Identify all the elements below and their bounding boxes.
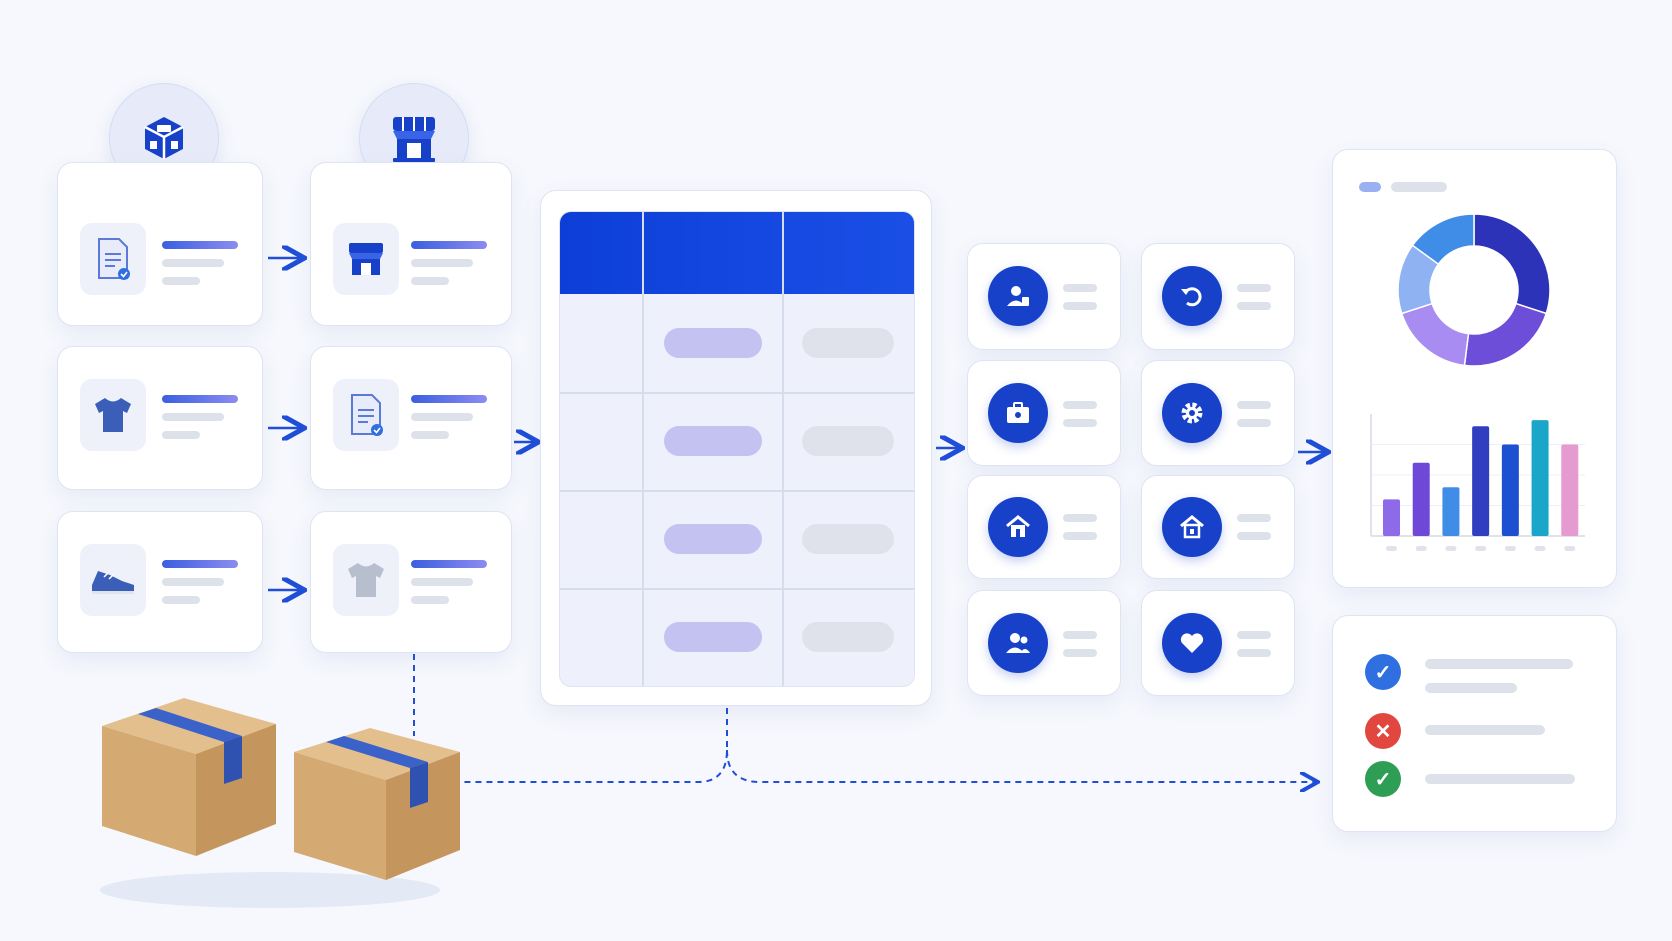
bar: [1442, 487, 1460, 536]
x-tick-placeholder: [1534, 546, 1546, 551]
donut-slice: [1473, 213, 1551, 315]
status-list-card: ✓ ✕ ✓: [1332, 615, 1617, 832]
thumb: [80, 379, 146, 451]
table-cell-pill: [802, 426, 894, 456]
bar-chart: [1370, 414, 1585, 551]
thumb: [333, 379, 399, 451]
thumb: [80, 223, 146, 295]
dashed-status-line: [726, 749, 1316, 782]
dashboard-card: [1332, 149, 1617, 588]
x-tick-placeholder: [1504, 546, 1516, 551]
left-card-tshirt[interactable]: [57, 346, 263, 490]
shipping-boxes: [100, 698, 460, 908]
document-icon: [351, 394, 383, 436]
storefront-icon: [349, 243, 383, 275]
check-icon: ✓: [1365, 654, 1401, 690]
service-card-briefcase[interactable]: [967, 360, 1121, 466]
table-cell-pill: [802, 524, 894, 554]
circle: [1162, 383, 1222, 443]
service-card-home-2[interactable]: [1141, 475, 1295, 579]
donut-chart: [1397, 213, 1551, 367]
thumb: [80, 544, 146, 616]
bar: [1561, 444, 1579, 536]
service-card-home[interactable]: [967, 475, 1121, 579]
service-card-users[interactable]: [967, 590, 1121, 696]
service-card-user[interactable]: [967, 243, 1121, 350]
middle-card-tshirt[interactable]: [310, 511, 512, 653]
table-cell-pill: [664, 524, 762, 554]
left-card-sneaker[interactable]: [57, 511, 263, 653]
check-icon: ✓: [1365, 761, 1401, 797]
home-icon: [1180, 515, 1204, 539]
circle: [988, 497, 1048, 557]
cube-icon: [144, 117, 184, 159]
thumb: [333, 544, 399, 616]
bar: [1501, 444, 1519, 536]
circle: [1162, 266, 1222, 326]
table-cell-pill: [664, 328, 762, 358]
bar: [1412, 462, 1430, 536]
service-card-gear[interactable]: [1141, 360, 1295, 466]
tshirt-outline-icon: [348, 563, 384, 597]
user-icon: [1007, 286, 1029, 306]
briefcase-icon: [1007, 402, 1029, 423]
gear-icon: [1181, 402, 1203, 424]
table-cell-pill: [802, 622, 894, 652]
users-icon: [1006, 633, 1030, 653]
dashed-table-line: [464, 708, 728, 783]
circle: [1162, 613, 1222, 673]
bar: [1383, 499, 1400, 536]
heart-icon: [1180, 633, 1204, 653]
x-tick-placeholder: [1564, 546, 1576, 551]
left-card-document[interactable]: [57, 162, 263, 326]
sneaker-icon: [92, 571, 134, 594]
x-tick-placeholder: [1386, 546, 1397, 551]
refresh-icon: [1181, 287, 1202, 307]
cardboard-box: [294, 728, 460, 880]
middle-card-document[interactable]: [310, 346, 512, 490]
header-line: [1391, 182, 1447, 192]
data-table: [559, 211, 915, 687]
donut-slice: [1463, 302, 1548, 367]
bar: [1472, 426, 1490, 536]
circle: [988, 266, 1048, 326]
table-cell-pill: [802, 328, 894, 358]
circle: [1162, 497, 1222, 557]
service-card-refresh[interactable]: [1141, 243, 1295, 350]
circle: [988, 613, 1048, 673]
x-tick-placeholder: [1415, 546, 1427, 551]
bar: [1531, 420, 1549, 536]
service-card-heart[interactable]: [1141, 590, 1295, 696]
table-cell-pill: [664, 622, 762, 652]
donut-slice: [1411, 213, 1475, 266]
document-icon: [98, 238, 130, 280]
donut-slice: [1400, 302, 1470, 367]
home-icon: [1006, 515, 1030, 537]
x-tick-placeholder: [1445, 546, 1457, 551]
legend-dot: [1359, 182, 1381, 192]
middle-card-storefront[interactable]: [310, 162, 512, 326]
close-icon: ✕: [1365, 713, 1401, 749]
storefront-icon: [393, 117, 435, 162]
x-tick-placeholder: [1475, 546, 1487, 551]
central-table-card: [540, 190, 932, 706]
circle: [988, 383, 1048, 443]
table-header: [560, 212, 914, 294]
cardboard-box: [102, 698, 276, 856]
thumb: [333, 223, 399, 295]
tshirt-icon: [95, 398, 131, 432]
table-cell-pill: [664, 426, 762, 456]
